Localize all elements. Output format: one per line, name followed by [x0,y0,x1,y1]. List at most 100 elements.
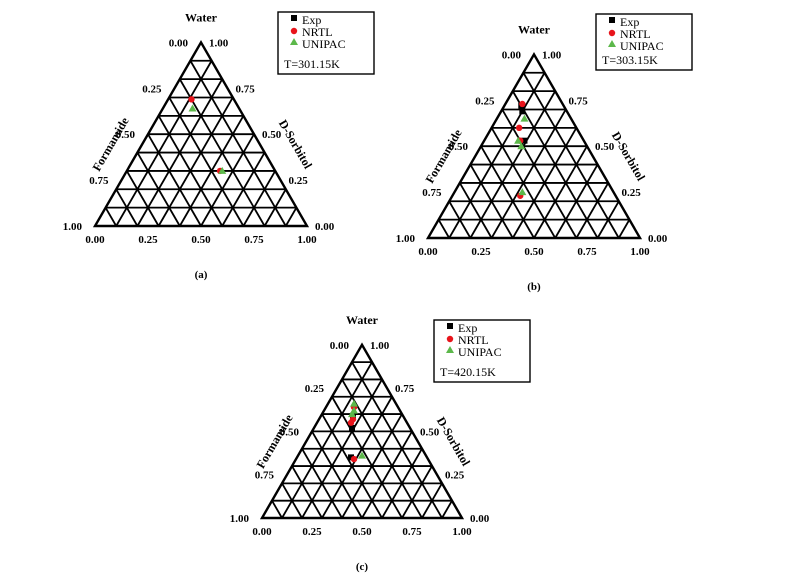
grid-line [501,109,578,239]
legend-temperature: T=301.15K [284,57,340,71]
apex-label-water: Water [185,10,218,24]
right-tick-label: 0.50 [262,129,282,141]
bottom-tick-label: 0.25 [302,526,322,538]
unipac-marker [514,136,523,144]
bottom-tick-label: 0.50 [191,234,211,246]
grid-line [147,133,202,227]
right-tick-label: 0.25 [445,470,465,482]
left-tick-label: 0.50 [449,141,469,153]
grid-line [168,97,245,227]
unipac-marker [188,104,197,112]
legend-label: UNIPAC [620,39,664,53]
nrtl-marker [515,124,523,132]
legend-label: Exp [302,13,321,27]
legend-exp-marker [609,17,615,23]
legend-nrtl-marker [446,335,454,343]
nrtl-marker [347,419,355,426]
grid-line [459,182,493,239]
grid-line [381,448,423,519]
right-tick-label: 1.00 [209,37,229,49]
grid-line [522,72,620,239]
grid-line [448,200,472,239]
exp-marker [519,108,526,115]
right-tick-label: 0.50 [595,141,615,153]
grid-line [263,188,287,227]
left-tick-label: 0.75 [255,470,275,482]
left-tick-label: 0.75 [89,175,109,187]
grid-line [200,133,255,227]
grid-line [401,465,433,519]
unipac-marker [218,166,227,174]
legend-unipac-marker [446,346,454,353]
grid-line [490,109,567,239]
grid-line [421,482,443,519]
left-tick-label: 0.75 [422,187,442,199]
grid-line [242,170,276,227]
axis-label-d-sorbitol: D-Sorbitol [276,117,315,171]
unipac-marker [520,114,529,122]
legend-label: NRTL [620,27,651,41]
legend-label: NRTL [302,25,333,39]
bottom-tick-label: 1.00 [630,246,650,258]
grid-line [480,145,535,239]
grid-line [469,164,514,239]
grid-line [311,430,363,519]
legend-unipac-marker [608,40,616,47]
grid-line [618,219,631,239]
left-tick-label: 0.25 [142,83,162,95]
grid-line [351,361,443,519]
unipac-marker [358,451,366,459]
grid-line [291,465,323,519]
bottom-tick-label: 0.50 [352,526,372,538]
apex-label-water: Water [346,313,379,327]
right-tick-label: 0.00 [315,221,335,233]
grid-line [115,188,139,227]
bottom-tick-label: 0.00 [85,234,105,246]
legend-label: NRTL [458,333,489,347]
grid-line [271,500,283,519]
right-tick-label: 0.00 [648,233,668,245]
grid-line [281,361,373,519]
grid-line [361,430,413,519]
unipac-marker [518,188,527,196]
grid-line [533,145,588,239]
bottom-tick-label: 0.25 [471,246,491,258]
axis-label-formamide: Formamide [253,411,295,471]
apex-label-water: Water [518,22,551,36]
right-tick-label: 0.75 [569,95,589,107]
legend-label: Exp [620,15,639,29]
grid-line [115,60,213,227]
legend-exp-marker [447,323,453,329]
left-tick-label: 0.50 [116,129,136,141]
legend-temperature: T=420.15K [440,365,496,379]
axis-label-formamide: Formamide [422,126,464,186]
grid-line [448,72,546,239]
legend-label: UNIPAC [458,345,502,359]
left-tick-label: 0.00 [169,37,189,49]
legend-label: Exp [458,321,477,335]
bottom-tick-label: 0.00 [252,526,272,538]
grid-line [441,500,453,519]
grid-line [189,60,287,227]
unipac-marker [348,410,356,418]
right-tick-label: 0.50 [420,426,440,438]
right-tick-label: 1.00 [370,340,390,352]
bottom-tick-label: 0.75 [244,234,264,246]
grid-line [285,207,298,227]
right-tick-label: 0.25 [289,175,309,187]
grid-line [554,164,599,239]
grid-line [575,182,609,239]
grid-line [301,448,343,519]
unipac-marker [517,142,526,150]
left-tick-label: 0.25 [475,95,495,107]
right-tick-label: 0.75 [395,383,415,395]
grid-line [321,396,393,519]
ternary-chart-a: 0.00 0.00 1.00 0.25 0.25 0.75 0.50 0.50 0.50 0.75… [63,10,375,281]
bottom-tick-label: 0.75 [577,246,597,258]
grid-line [104,207,117,227]
unipac-marker [350,399,358,407]
figure-caption: (a) [195,269,208,281]
figure-caption: (c) [356,561,369,573]
